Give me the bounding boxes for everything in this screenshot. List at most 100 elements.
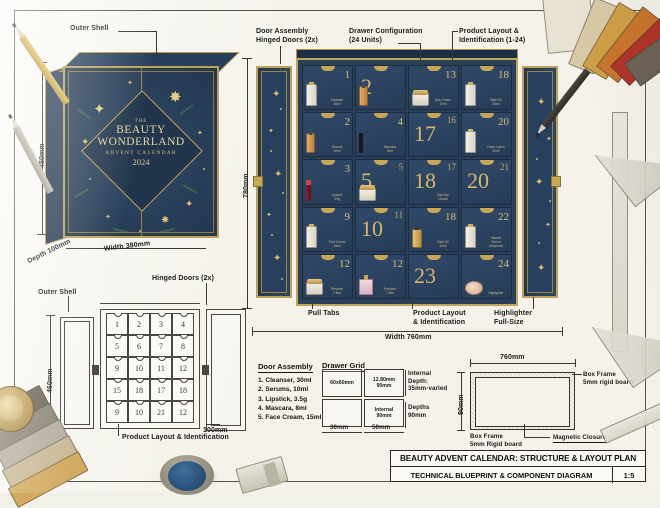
pull-tab[interactable] — [426, 160, 441, 166]
drawer-cell[interactable]: 2 — [355, 65, 406, 111]
pull-tab[interactable] — [479, 207, 494, 213]
wireframe-cell: 4 — [172, 313, 194, 335]
box-frame-inner — [475, 377, 570, 427]
list-item: 3. Lipstick, 3.5g — [258, 395, 308, 403]
drawer-number: 20 — [467, 168, 489, 194]
pull-tab[interactable] — [479, 254, 494, 260]
wireframe-cell: 18 — [172, 379, 194, 401]
drawer-product-label: Cleanser 30ml — [330, 98, 344, 107]
sparkle-dot — [203, 168, 205, 170]
star-icon: ✦ — [274, 169, 283, 180]
dim-tick — [46, 315, 55, 316]
detail-door-assembly: Door Assembly 1. Cleanser, 30ml 2. Serum… — [258, 356, 321, 423]
star-icon: ✦ — [537, 263, 546, 274]
drawer-number: 2 — [344, 116, 351, 129]
wireframe-body-top-edge — [99, 303, 201, 304]
drawer-number: 22 — [498, 210, 509, 223]
wireframe-door-left-inner — [64, 321, 90, 425]
drawer-product-label: Mascara 8ml — [383, 145, 397, 154]
cover-line-beauty: BEAUTY — [116, 124, 166, 136]
pull-tab[interactable] — [373, 66, 388, 71]
tube-product-icon — [465, 82, 476, 107]
sparkle-dot — [536, 158, 538, 160]
leader-line — [312, 297, 313, 309]
sparkle-dot — [282, 192, 284, 194]
sparkle-dot — [271, 234, 273, 236]
detail-door-assembly-heading: Door Assembly — [258, 362, 313, 373]
wireframe-cell: 12 — [172, 401, 194, 423]
dim-line — [405, 370, 406, 396]
drawer-number-secondary: 11 — [394, 209, 403, 220]
pull-tab[interactable] — [426, 66, 441, 71]
pull-tab[interactable] — [426, 254, 441, 260]
magnetic-latch-right — [551, 176, 561, 187]
leader-line — [118, 424, 119, 436]
pull-tab[interactable] — [373, 160, 388, 166]
cover-line-advent: ADVENT CALENDAR — [105, 150, 177, 157]
star-icon: ✦ — [197, 130, 203, 137]
box-front-panel: ✦ ✸ ✦ ✦ ✦ ✦ ✦ ✸ THE BEAUTY WONDERLAND — [63, 66, 219, 238]
callout-hinged-doors-wireframe: Hinged Doors (2x) — [152, 275, 214, 282]
list-item: 5. Face Cream, 15ml — [258, 414, 322, 422]
drawer-number: 3 — [344, 163, 351, 176]
leader-line — [118, 31, 156, 32]
pull-tab[interactable] — [426, 113, 441, 119]
door-inner-panel-right: ✦ ✦ ✦ ✦ ✦ — [527, 71, 553, 293]
drop-product-icon — [306, 129, 315, 154]
pull-tab[interactable] — [373, 207, 388, 213]
pull-tab[interactable] — [479, 160, 494, 166]
drop-product-icon — [359, 82, 368, 107]
pull-tab[interactable] — [479, 113, 494, 119]
leader-line — [420, 43, 421, 73]
sparkle-dot — [153, 108, 155, 110]
pull-tab[interactable] — [320, 254, 335, 260]
pull-tab[interactable] — [479, 66, 494, 71]
callout-product-layout-top: Product Layout & Identification (1-24) — [459, 28, 526, 44]
pull-tab[interactable] — [320, 207, 335, 213]
pull-tab[interactable] — [373, 254, 388, 260]
pull-tab[interactable] — [320, 160, 335, 166]
drawer-product-label: Highlighter — [488, 291, 504, 295]
pull-tab[interactable] — [373, 113, 388, 119]
cover-line-wonderland: WONDERLAND — [97, 136, 185, 149]
pull-tab[interactable] — [426, 207, 441, 213]
wireframe-cell: 7 — [150, 335, 172, 357]
wireframe-cell: 17 — [150, 379, 172, 401]
wireframe-cell: 15 — [106, 379, 128, 401]
drawer-cell[interactable]: 23 — [408, 253, 459, 299]
pull-tab[interactable] — [320, 66, 335, 71]
magnetic-latch-left — [253, 176, 263, 187]
dim-tick — [457, 372, 465, 373]
closed-box-illustration: ✦ ✸ ✦ ✦ ✦ ✦ ✦ ✸ THE BEAUTY WONDERLAND — [45, 52, 240, 246]
star-icon: ✦ — [545, 222, 551, 229]
drawer-cell-b: 12.80mm 90mm — [364, 369, 404, 397]
pull-tab[interactable] — [320, 113, 335, 119]
callout-highlighter-fullsize: Highlighter Full-Size — [494, 310, 533, 326]
leader-line — [156, 31, 157, 53]
lipstick-product-icon — [306, 179, 311, 201]
dim-label-width-760mm: Width 760mm — [385, 334, 432, 341]
dim-label-90mm-frame: 90mm — [458, 394, 465, 415]
detail-drawer-grid: 60x60mm 12.80mm 90mm Internal 90mm — [322, 369, 406, 427]
dim-tick — [470, 359, 471, 367]
dim-line — [405, 402, 406, 428]
wireframe-cell: 3 — [150, 313, 172, 335]
